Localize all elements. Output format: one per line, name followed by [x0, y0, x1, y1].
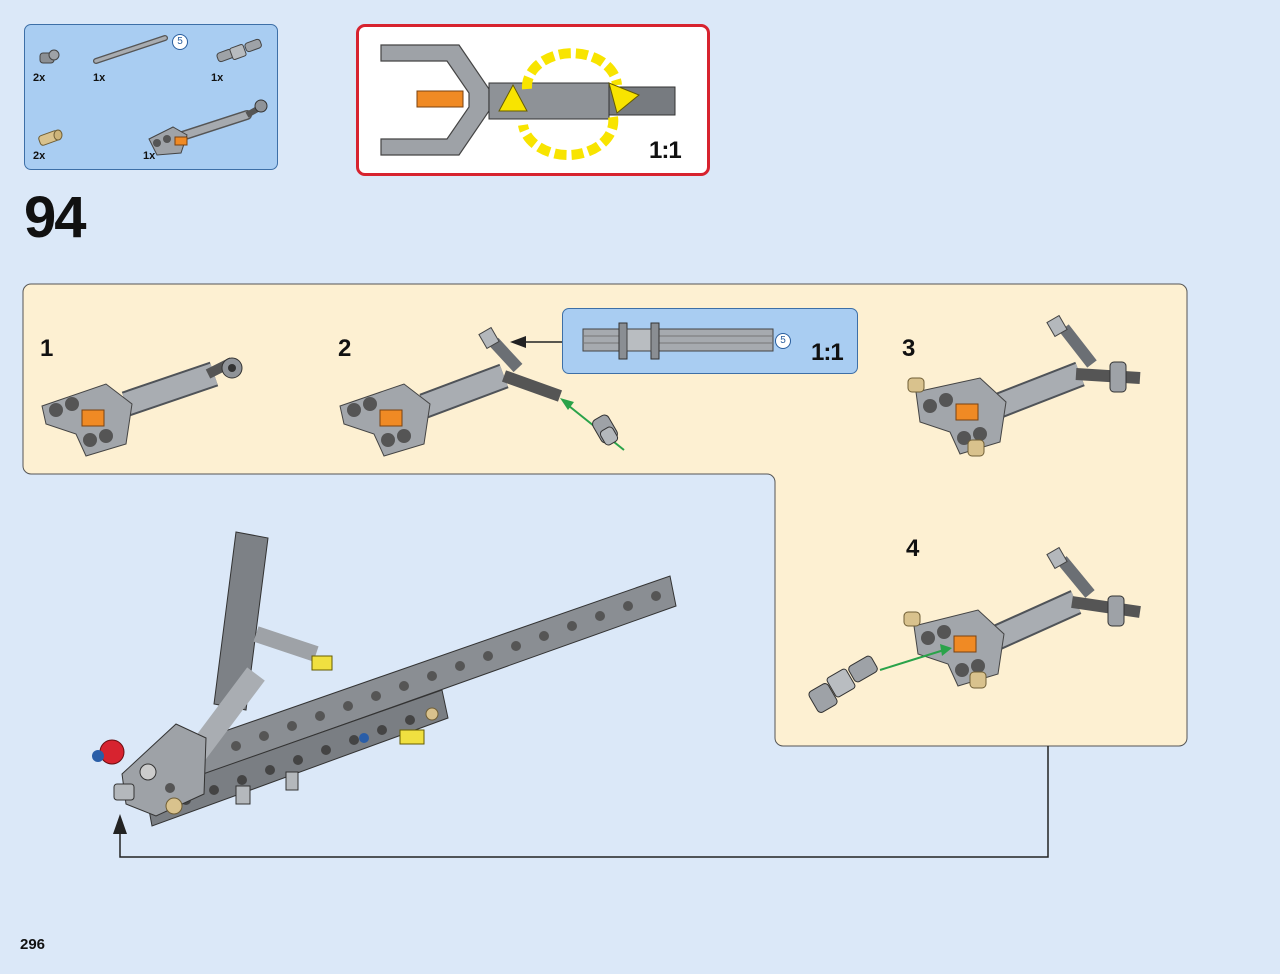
arm-substep-1-illustration — [41, 357, 243, 457]
small-connector-icon — [39, 49, 60, 64]
joint-alignment-illustration — [380, 44, 676, 160]
axle-with-bushing-icon — [582, 322, 774, 360]
axle-callout-length-badge: 5 — [775, 333, 791, 349]
arm-substep-2-illustration — [339, 326, 625, 457]
axle-length-callout: 5 1:1 — [562, 308, 858, 374]
parts-qty-3: 1x — [211, 72, 224, 84]
arm-substep-4-illustration — [808, 546, 1141, 713]
detail-callout-red: 1:1 — [356, 24, 710, 176]
step-number: 94 — [24, 185, 86, 250]
universal-joint-icon — [216, 38, 262, 63]
axle-icon — [93, 35, 168, 64]
substep-number-1: 1 — [40, 335, 54, 362]
substep-number-2: 2 — [338, 335, 352, 362]
page-number: 296 — [20, 936, 46, 953]
parts-qty-5: 1x — [143, 150, 156, 162]
tan-pin-icon — [38, 129, 63, 146]
parts-qty-4: 2x — [33, 150, 46, 162]
axle-length-badge: 5 — [172, 34, 188, 50]
substep-number-4: 4 — [906, 535, 920, 562]
parts-list-panel: 2x 5 1x 1x 2x 1x — [24, 24, 278, 170]
main-model-illustration — [92, 531, 677, 827]
parts-qty-2: 1x — [93, 72, 106, 84]
substep-number-3: 3 — [902, 335, 916, 362]
parts-qty-1: 2x — [33, 72, 46, 84]
arm-substep-3-illustration — [907, 314, 1141, 457]
arm-subassembly-icon — [148, 99, 268, 156]
axle-callout-scale-label: 1:1 — [811, 339, 844, 366]
callout-scale-label: 1:1 — [649, 137, 682, 164]
